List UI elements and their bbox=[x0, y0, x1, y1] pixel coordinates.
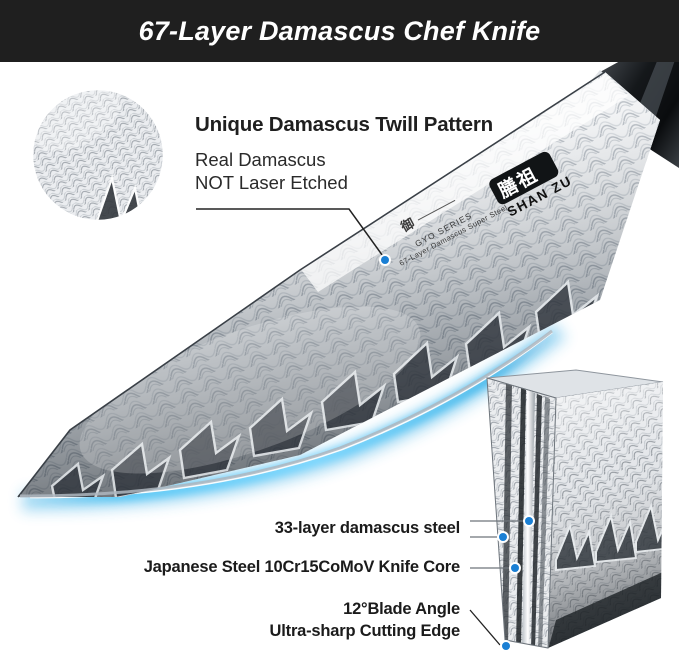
cross-section-layers bbox=[486, 377, 557, 649]
blade-steel-text: 67-Layer Damascus Super Steel bbox=[398, 203, 509, 268]
callout-markers bbox=[497, 515, 535, 652]
banner-title: 67-Layer Damascus Chef Knife bbox=[138, 15, 541, 46]
feature-headline: Unique Damascus Twill Pattern bbox=[195, 113, 493, 136]
feature-subtext-line1: Real Damascus bbox=[195, 149, 326, 170]
marker-dot-edge bbox=[502, 642, 510, 650]
blade-cross-section bbox=[486, 369, 664, 649]
blade-markings: 御 GYO SERIES 67-Layer Damascus Super Ste… bbox=[397, 151, 575, 268]
feature-subtext-line2: NOT Laser Etched bbox=[195, 172, 348, 193]
edge-glow bbox=[21, 322, 567, 512]
callout-layers: 33-layer damascus steel bbox=[274, 519, 460, 537]
feature-subtext: Real Damascus NOT Laser Etched bbox=[195, 148, 348, 194]
marker-dot-layers-a bbox=[525, 517, 533, 525]
damascus-closeup-inset bbox=[30, 87, 166, 223]
header-banner: 67-Layer Damascus Chef Knife bbox=[0, 0, 679, 62]
callout-edge-line1: 12°Blade Angle bbox=[343, 600, 460, 618]
shanzu-logo: 膳祖 SHAN ZU bbox=[489, 151, 575, 220]
logo-en-text: SHAN ZU bbox=[505, 173, 575, 220]
marker-dot-core bbox=[511, 564, 519, 572]
leader-edge bbox=[469, 609, 501, 646]
marker-dot-layers-b bbox=[499, 533, 507, 541]
callout-core: Japanese Steel 10Cr15CoMoV Knife Core bbox=[143, 558, 461, 576]
callout-leaders bbox=[469, 520, 523, 646]
blade-kanji: 御 bbox=[397, 215, 416, 235]
logo-cn-text: 膳祖 bbox=[493, 163, 542, 204]
knife-handle bbox=[560, 42, 679, 190]
callout-edge-line2: Ultra-sharp Cutting Edge bbox=[269, 622, 461, 640]
leader-line-pattern bbox=[196, 208, 391, 266]
blade-series-text: GYO SERIES bbox=[413, 210, 474, 249]
callout-edge: 12°Blade Angle Ultra-sharp Cutting Edge bbox=[0, 598, 461, 642]
marker-dot-pattern bbox=[381, 256, 389, 264]
